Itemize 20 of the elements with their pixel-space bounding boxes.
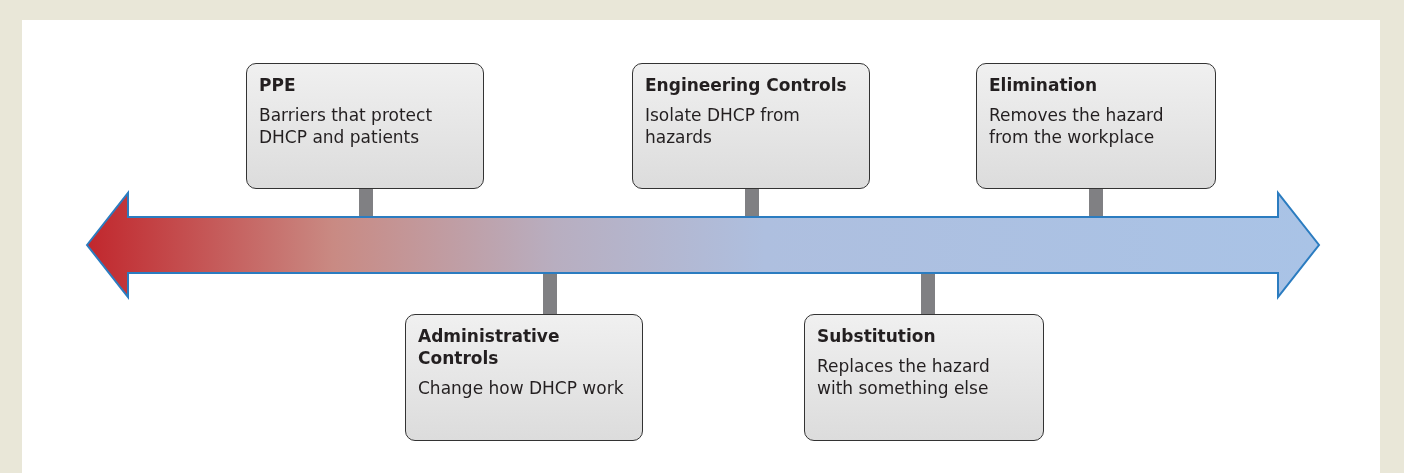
connector-bar bbox=[543, 273, 557, 314]
box-description: Replaces the hazard with something else bbox=[817, 355, 991, 399]
label-box bbox=[405, 314, 643, 441]
connector-bar bbox=[745, 189, 759, 217]
connector-bar bbox=[1089, 189, 1103, 217]
box-title: Engineering Controls bbox=[645, 74, 848, 96]
box-description: Barriers that protect DHCP and patients bbox=[259, 104, 434, 148]
box-description: Isolate DHCP from hazards bbox=[645, 104, 801, 148]
label-box bbox=[804, 314, 1044, 441]
box-description: Removes the hazard from the workplace bbox=[989, 104, 1165, 148]
box-title: Elimination bbox=[989, 74, 1099, 96]
box-title: PPE bbox=[259, 74, 297, 96]
connector-bar bbox=[921, 273, 935, 314]
connector-bar bbox=[359, 189, 373, 217]
label-box bbox=[246, 63, 484, 189]
box-title: Administrative Controls bbox=[418, 325, 561, 369]
box-description: Change how DHCP work bbox=[418, 377, 625, 399]
label-box bbox=[976, 63, 1216, 189]
box-title: Substitution bbox=[817, 325, 937, 347]
label-box bbox=[632, 63, 870, 189]
